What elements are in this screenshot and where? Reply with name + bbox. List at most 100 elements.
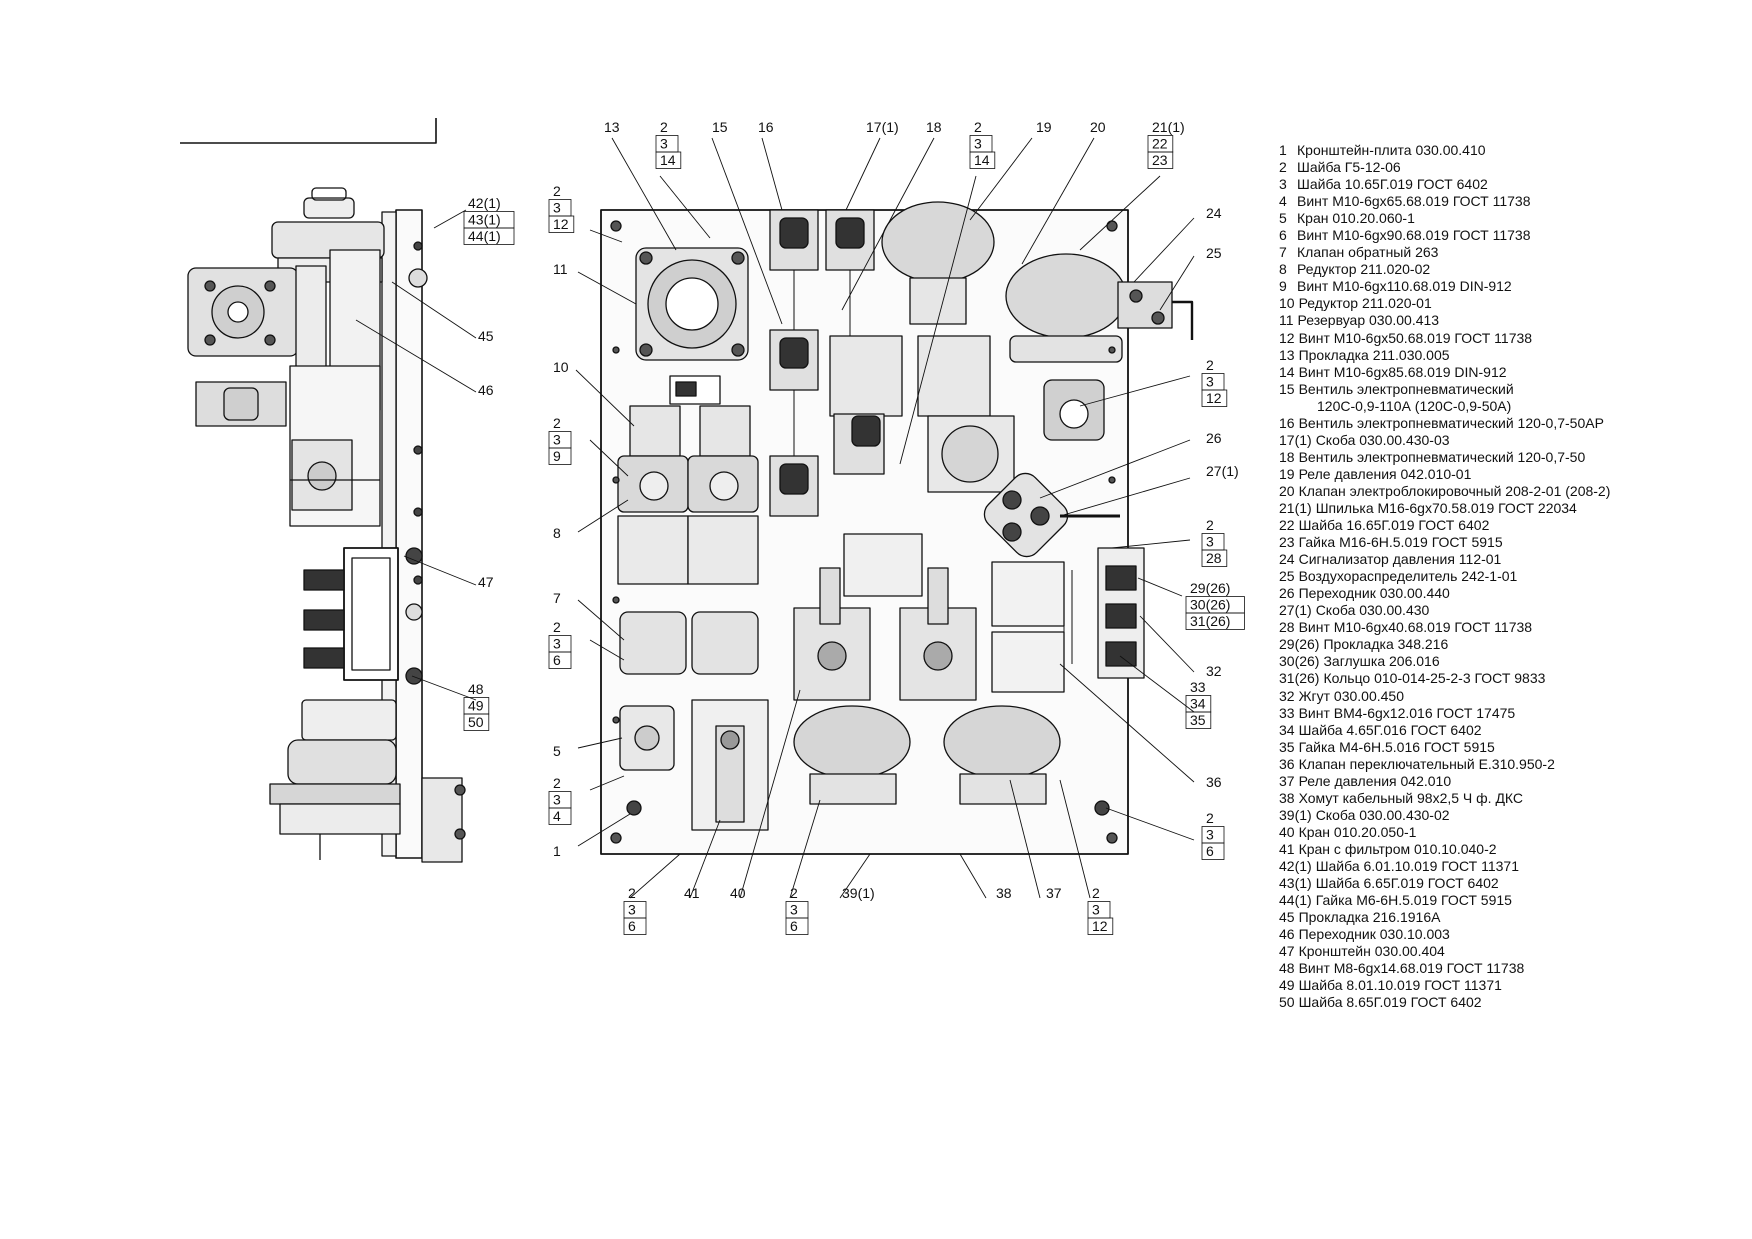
- part-description: Шайба Г5-12-06: [1297, 159, 1401, 176]
- callout-left-callouts-10: 1: [553, 843, 561, 859]
- part-number: 10: [1279, 295, 1295, 312]
- part-description: Винт М10-6gx110.68.019 DIN-912: [1297, 278, 1512, 295]
- callout-label: 14: [974, 152, 990, 168]
- part-number: 44(1): [1279, 892, 1312, 909]
- part-number: 11: [1279, 312, 1294, 329]
- pressure-relay-37: [943, 705, 1061, 779]
- callout-label: 15: [712, 119, 728, 135]
- callout-label: 40: [730, 885, 746, 901]
- part-number: 14: [1279, 363, 1295, 380]
- callout-label: 23: [1152, 152, 1168, 168]
- callout-label: 32: [1206, 663, 1222, 679]
- part-number: 7: [1279, 244, 1287, 261]
- part-description: Клапан электроблокировочный 208-2-01 (20…: [1298, 482, 1611, 499]
- callout-label: 3: [553, 792, 561, 808]
- part-number: 27(1): [1279, 602, 1312, 619]
- part-description: Скоба 030.00.430-03: [1315, 431, 1450, 448]
- parts-list-item: 43(1)Шайба 6.65Г.019 ГОСТ 6402: [1279, 875, 1739, 892]
- callout-label: 45: [478, 328, 494, 344]
- part-number: 13: [1279, 346, 1295, 363]
- callout-right-callouts-11: 236: [1201, 810, 1225, 860]
- part-description: Скоба 030.00.430: [1315, 602, 1430, 619]
- reducer-10: [629, 405, 681, 457]
- callout-label: 2: [1206, 357, 1214, 373]
- callout-bottom-callouts-4: 236: [785, 885, 809, 935]
- callout-label: 21(1): [1152, 119, 1185, 135]
- callout-label: 2: [660, 119, 668, 135]
- callout-side-view-2: 45: [478, 328, 494, 344]
- side-connector-box: [343, 547, 399, 681]
- part-number: 50: [1279, 994, 1295, 1011]
- part-description: Кольцо 010-014-25-2-3 ГОСТ 9833: [1323, 670, 1546, 687]
- callout-left-callouts-3: 10: [553, 359, 569, 375]
- part-description: Резервуар 030.00.413: [1297, 312, 1440, 329]
- part-description: Шайба 16.65Г.019 ГОСТ 6402: [1298, 517, 1490, 534]
- callout-label: 50: [468, 714, 484, 730]
- part-number: 5: [1279, 210, 1287, 227]
- callout-bottom-callouts-3: 40: [730, 885, 746, 901]
- callout-left-callouts-2: 11: [553, 261, 568, 277]
- callout-label: 3: [790, 902, 798, 918]
- part-number: 47: [1279, 943, 1295, 960]
- part-number: 8: [1279, 261, 1287, 278]
- callout-right-callouts-10: 36: [1206, 774, 1222, 790]
- part-description: Шайба 10.65Г.019 ГОСТ 6402: [1297, 176, 1488, 193]
- switch-valve-36: [991, 631, 1065, 693]
- callout-label: 30(26): [1190, 597, 1230, 613]
- callout-label: 2: [553, 415, 561, 431]
- callout-label: 20: [1090, 119, 1106, 135]
- part-description: Прокладка 211.030.005: [1298, 346, 1450, 363]
- part-number: 28: [1279, 619, 1295, 636]
- callout-label: 2: [1092, 885, 1100, 901]
- callout-left-callouts-6: 7: [553, 590, 561, 606]
- callout-label: 34: [1190, 696, 1206, 712]
- callout-right-callouts-8: 32: [1206, 663, 1222, 679]
- callout-label: 3: [1206, 374, 1214, 390]
- callout-top-callouts-8: 19: [1036, 119, 1052, 135]
- callout-label: 42(1): [468, 195, 501, 211]
- callout-left-callouts-9: 234: [548, 775, 572, 825]
- part-description: Воздухораспределитель 242-1-01: [1298, 568, 1518, 585]
- callout-label: 9: [553, 448, 561, 464]
- callout-left-callouts-4: 239: [548, 415, 572, 465]
- part-number: 43(1): [1279, 875, 1312, 892]
- part-description: Винт М10-6gx85.68.019 DIN-912: [1298, 363, 1507, 380]
- pressure-signal-24: [1117, 281, 1173, 329]
- part-number: 26: [1279, 585, 1295, 602]
- reducer-8: [699, 405, 751, 457]
- part-number: 30(26): [1279, 653, 1320, 670]
- part-description: Шпилька М16-6gx70.58.019 ГОСТ 22034: [1315, 499, 1577, 516]
- part-number: 22: [1279, 517, 1295, 534]
- part-number: 33: [1279, 704, 1295, 721]
- part-description: Шайба 8.01.10.019 ГОСТ 11371: [1298, 977, 1502, 994]
- part-description: Заглушка 206.016: [1323, 653, 1440, 670]
- part-description: Винт М10-6gx65.68.019 ГОСТ 11738: [1297, 193, 1531, 210]
- parts-list-item: 39(1)Скоба 030.00.430-02: [1279, 807, 1739, 824]
- callout-label: 43(1): [468, 212, 501, 228]
- callout-label: 19: [1036, 119, 1052, 135]
- callout-label: 36: [1206, 774, 1222, 790]
- callout-top-callouts-5: 17(1): [866, 119, 899, 135]
- callout-left-callouts-8: 5: [553, 743, 561, 759]
- part-description: Хомут кабельный 98х2,5 Ч ф. ДКС: [1298, 789, 1524, 806]
- callout-top-callouts-9: 20: [1090, 119, 1106, 135]
- part-number: 45: [1279, 909, 1295, 926]
- parts-list-item: 29(26)Прокладка 348.216: [1279, 636, 1739, 653]
